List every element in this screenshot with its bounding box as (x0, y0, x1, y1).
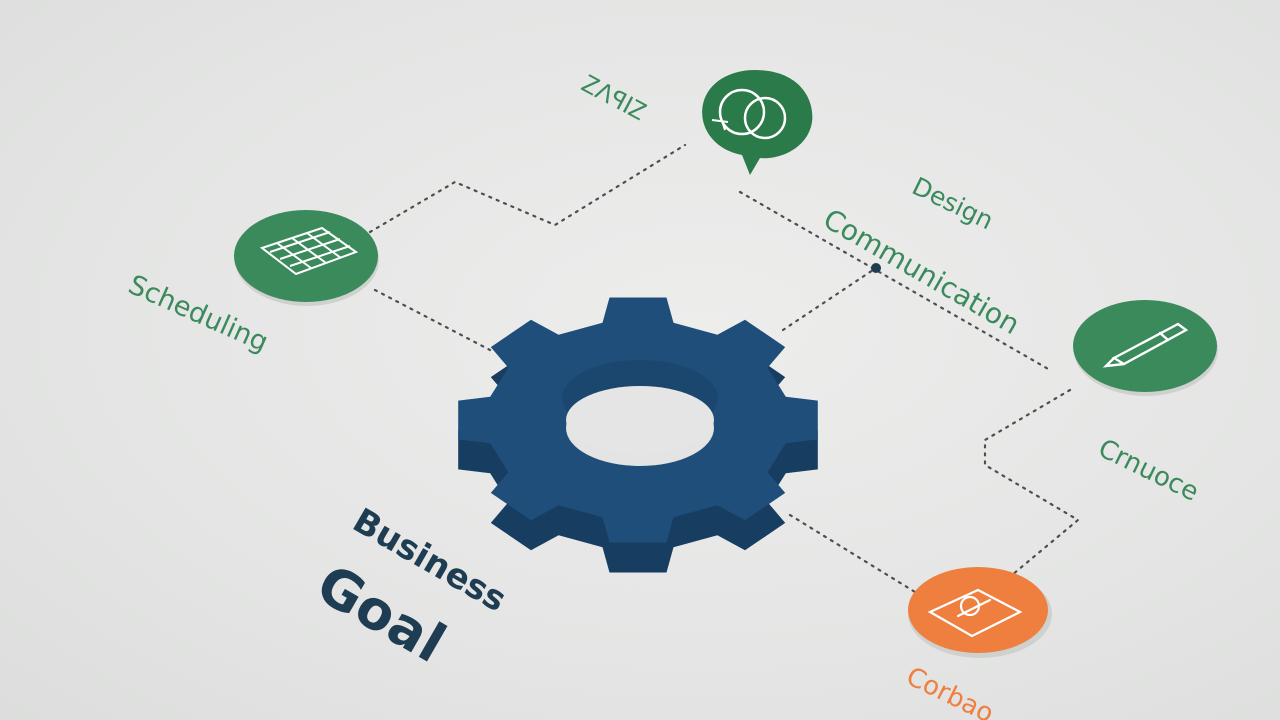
document-icon (927, 588, 1023, 638)
node-scheduling[interactable] (234, 210, 379, 306)
calendar-icon (259, 226, 359, 276)
connector-gear-bottom (788, 513, 917, 594)
junction-dot (871, 263, 881, 273)
connector-right-bottom (983, 388, 1080, 587)
connector-top-communication (738, 190, 1052, 372)
connector-gear-communication (781, 266, 878, 332)
chat-bubble-icon (702, 70, 813, 175)
gear-icon (458, 297, 818, 573)
node-bottom[interactable] (908, 567, 1052, 658)
connector-scheduling-top (368, 143, 687, 234)
node-communication[interactable] (1073, 300, 1218, 396)
pen-icon (1102, 322, 1189, 368)
connector-scheduling-gear (373, 288, 492, 352)
node-top[interactable] (702, 70, 813, 175)
connectors (368, 143, 1080, 594)
